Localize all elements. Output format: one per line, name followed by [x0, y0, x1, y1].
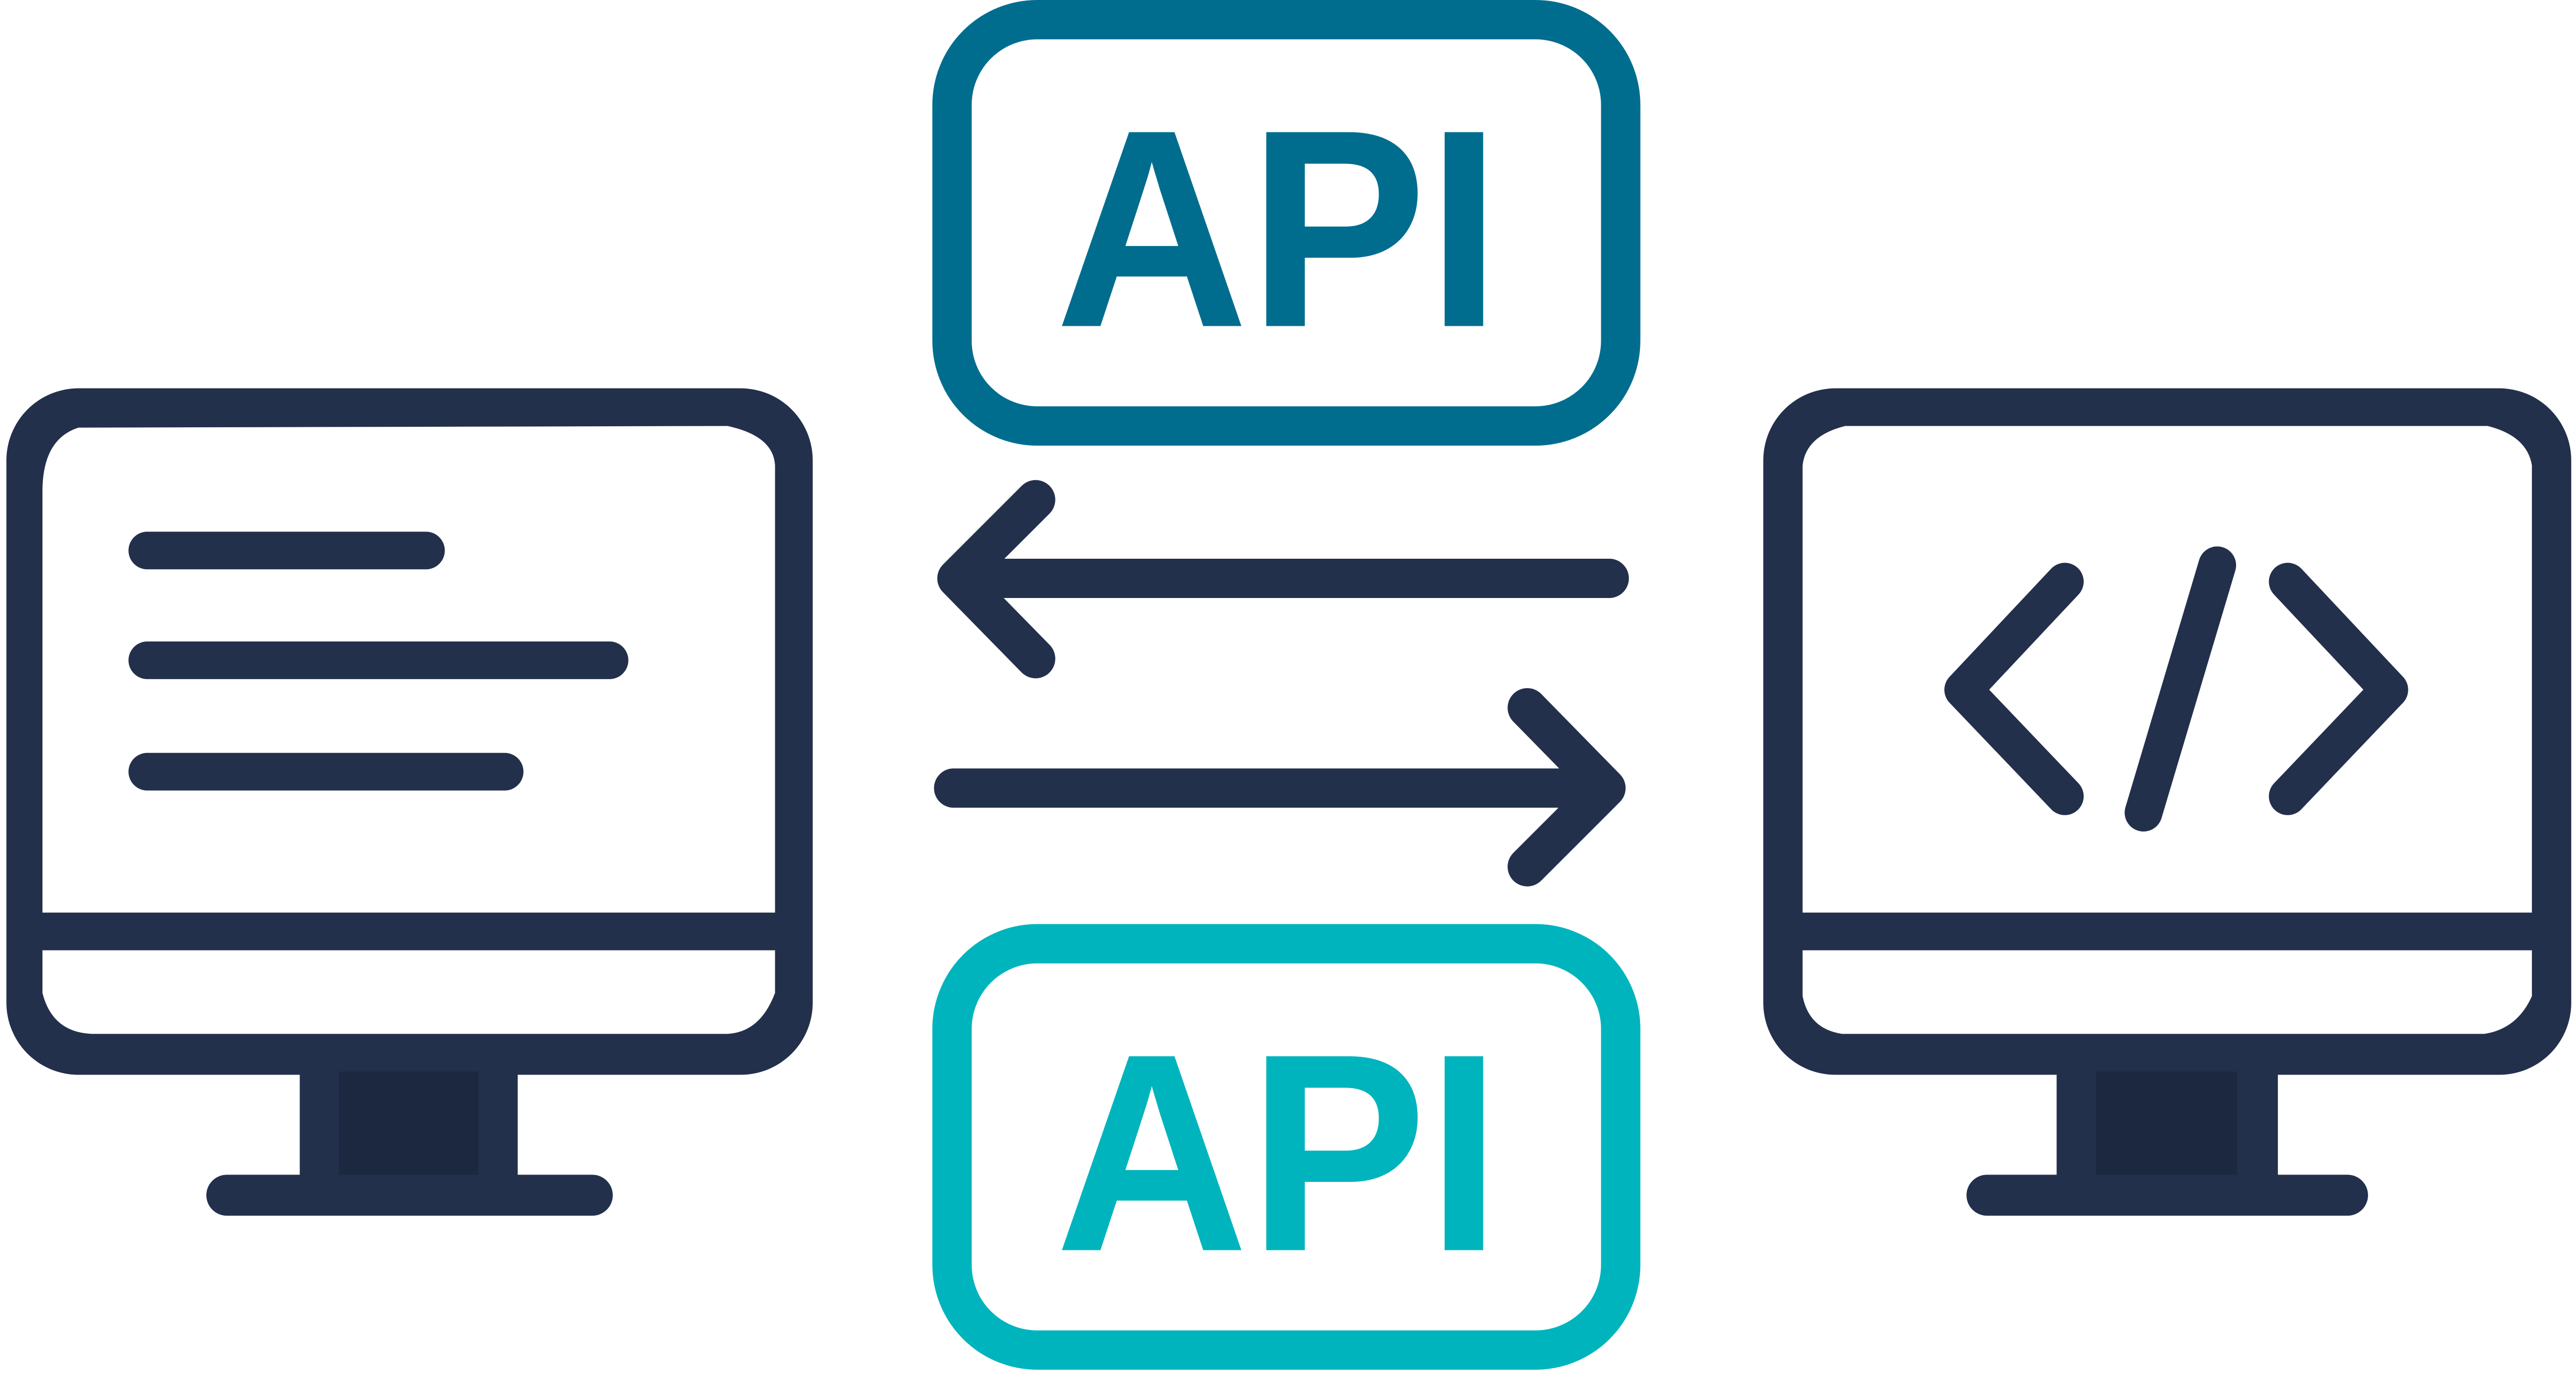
left-monitor-chin [42, 950, 775, 1034]
arrow-left-icon [937, 480, 1629, 679]
right-monitor-base [1966, 1175, 2368, 1216]
right-monitor-chin [1802, 950, 2532, 1034]
arrow-right-icon [934, 688, 1626, 887]
api-box-bottom-frame [932, 924, 1641, 1370]
api-label-bottom: API [1055, 995, 1501, 1310]
left-monitor [6, 388, 813, 1216]
api-label-top: API [1055, 72, 1501, 386]
api-box-top-frame [932, 0, 1641, 446]
api-box-top: API [932, 0, 1641, 446]
text-lines-icon [128, 532, 629, 791]
code-brackets-icon [1944, 546, 2408, 832]
left-monitor-base [206, 1175, 613, 1216]
api-box-bottom: API [932, 924, 1641, 1370]
right-monitor [1763, 388, 2571, 1216]
